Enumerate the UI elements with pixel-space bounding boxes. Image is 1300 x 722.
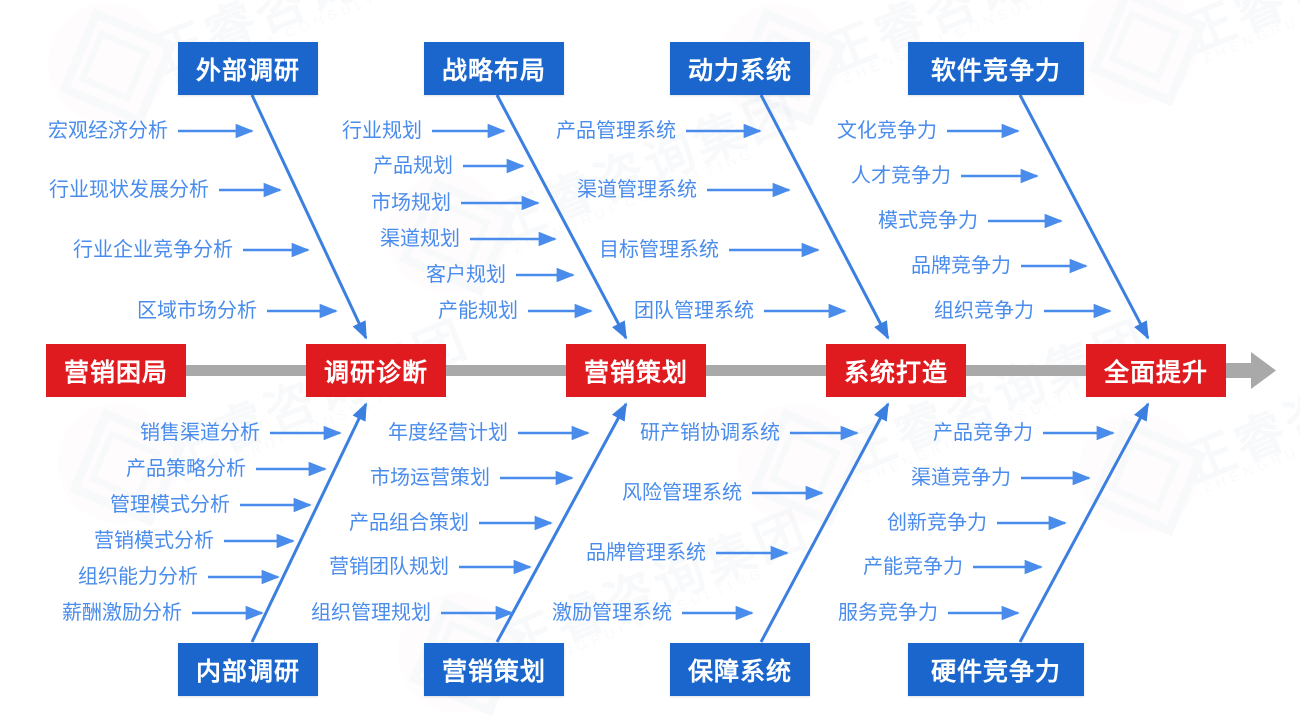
spine-node-label: 营销策划 (583, 358, 688, 387)
cause-arrow-group-bottom-4 (948, 425, 1115, 621)
cause-label: 销售渠道分析 (140, 422, 260, 444)
category-box-top-3[interactable]: 软件竞争力 (908, 42, 1084, 95)
spine-node-label: 全面提升 (1103, 358, 1208, 387)
spine-node-0[interactable]: 营销困局 (46, 344, 186, 397)
cause-label: 风险管理系统 (622, 482, 742, 504)
cause-label: 营销模式分析 (94, 530, 214, 552)
cause-label: 激励管理系统 (552, 602, 672, 624)
cause-label: 品牌管理系统 (586, 542, 706, 564)
rib-bottom-4 (1018, 402, 1150, 643)
category-box-bottom-0[interactable]: 内部调研 (178, 643, 318, 696)
cause-label: 宏观经济分析 (48, 120, 168, 142)
category-box-bottom-2[interactable]: 保障系统 (670, 643, 810, 696)
category-box-bottom-1[interactable]: 营销策划 (424, 643, 564, 696)
cause-label: 渠道竞争力 (911, 467, 1011, 489)
spine-node-3[interactable]: 系统打造 (826, 344, 966, 397)
cause-label: 产品竞争力 (933, 422, 1033, 444)
rib-top-4 (1018, 94, 1150, 340)
rib-bottom-1 (250, 402, 368, 643)
category-label: 战略布局 (441, 56, 546, 85)
spine-node-label: 调研诊断 (323, 358, 428, 387)
cause-label: 团队管理系统 (634, 300, 754, 322)
rib-bottom-3 (759, 402, 890, 643)
cause-arrow-group-bottom-2 (441, 425, 590, 621)
cause-label: 产能竞争力 (863, 556, 963, 578)
rib-top-2 (495, 94, 628, 340)
cause-label: 渠道规划 (380, 228, 460, 250)
cause-label: 组织竞争力 (934, 300, 1034, 322)
cause-label: 模式竞争力 (878, 210, 978, 232)
cause-label: 客户规划 (426, 264, 506, 286)
rib-bottom-2 (495, 402, 628, 643)
spine-node-1[interactable]: 调研诊断 (306, 344, 446, 397)
cause-label: 产品管理系统 (556, 120, 676, 142)
spine-bar-segment (186, 365, 308, 376)
category-label: 营销策划 (441, 657, 546, 686)
spine-bar-segment (966, 365, 1088, 376)
category-label: 保障系统 (687, 657, 792, 686)
cause-label: 组织能力分析 (78, 566, 198, 588)
cause-label: 产能规划 (438, 300, 518, 322)
cause-label: 产品组合策划 (349, 512, 469, 534)
cause-label: 年度经营计划 (388, 422, 508, 444)
cause-label: 市场运营策划 (370, 467, 490, 489)
cause-arrow-group-top-3 (686, 123, 847, 319)
cause-label: 人才竞争力 (851, 165, 951, 187)
rib-top-3 (759, 94, 890, 340)
category-label: 硬件竞争力 (930, 657, 1061, 686)
category-box-bottom-3[interactable]: 硬件竞争力 (908, 643, 1084, 696)
cause-label: 创新竞争力 (887, 512, 987, 534)
category-box-top-2[interactable]: 动力系统 (670, 42, 810, 95)
cause-arrow-group-bottom-3 (682, 425, 859, 621)
cause-label: 管理模式分析 (110, 494, 230, 516)
cause-label: 品牌竞争力 (911, 255, 1011, 277)
category-label: 外部调研 (195, 56, 300, 85)
category-label: 动力系统 (687, 56, 792, 85)
cause-arrow-group-top-1 (178, 123, 338, 319)
cause-label: 薪酬激励分析 (62, 602, 182, 624)
cause-label: 市场规划 (371, 192, 451, 214)
category-box-top-0[interactable]: 外部调研 (178, 42, 318, 95)
cause-label: 行业规划 (342, 120, 422, 142)
cause-label: 产品规划 (373, 155, 453, 177)
cause-label: 区域市场分析 (137, 300, 257, 322)
cause-label: 营销团队规划 (329, 556, 449, 578)
rib-top-1 (250, 94, 368, 340)
cause-label: 产品策略分析 (126, 458, 246, 480)
spine-bar-segment (446, 365, 568, 376)
arrow-right-icon (1220, 352, 1276, 389)
spine-node-label: 营销困局 (63, 358, 168, 387)
spine-node-label: 系统打造 (843, 358, 948, 387)
spine-node-2[interactable]: 营销策划 (566, 344, 706, 397)
cause-label: 组织管理规划 (311, 602, 431, 624)
cause-arrow-group-top-4 (947, 123, 1112, 319)
category-box-top-1[interactable]: 战略布局 (424, 42, 564, 95)
cause-arrow-group-top-2 (432, 123, 593, 319)
cause-label: 行业企业竞争分析 (73, 239, 233, 261)
cause-label: 行业现状发展分析 (49, 179, 209, 201)
category-label: 软件竞争力 (930, 56, 1061, 85)
cause-label: 渠道管理系统 (577, 179, 697, 201)
cause-label: 目标管理系统 (599, 239, 719, 261)
cause-arrow-group-bottom-1 (192, 425, 342, 621)
spine-bar-segment (706, 365, 828, 376)
cause-label: 文化竞争力 (837, 120, 937, 142)
spine-node-4[interactable]: 全面提升 (1086, 344, 1226, 397)
category-label: 内部调研 (195, 657, 300, 686)
cause-label: 研产销协调系统 (640, 422, 780, 444)
cause-label: 服务竞争力 (838, 602, 938, 624)
